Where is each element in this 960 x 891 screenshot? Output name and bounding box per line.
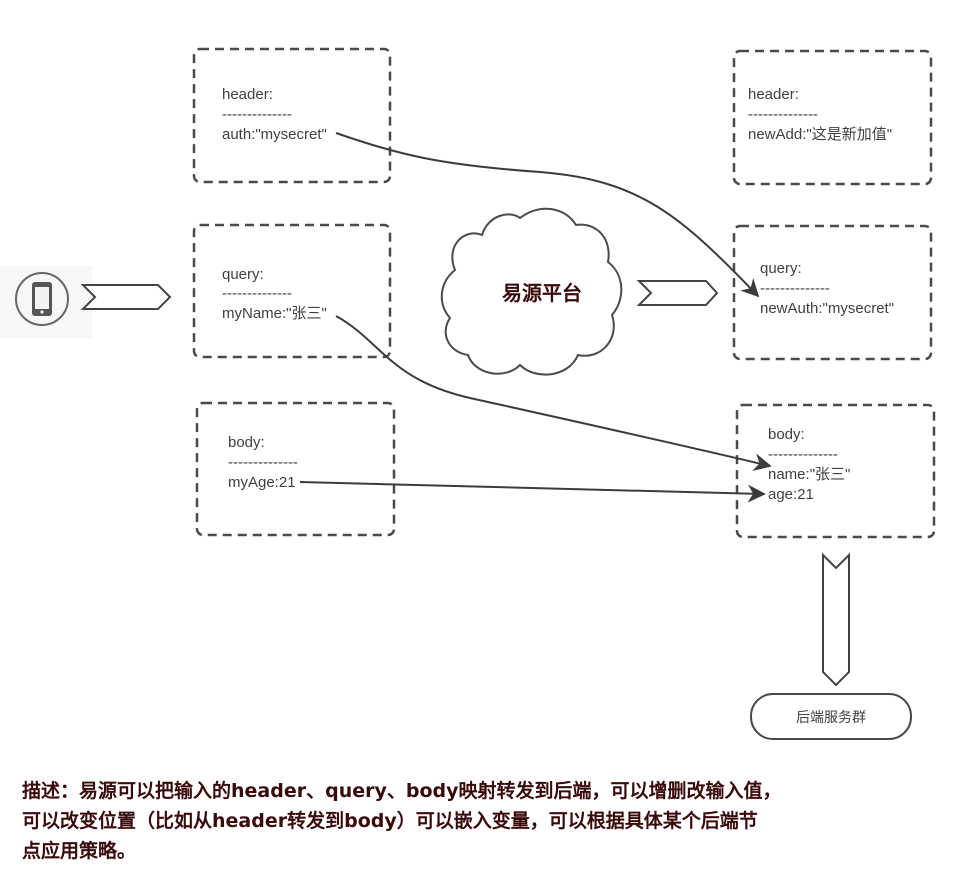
source-body-divider: -------------- bbox=[228, 454, 298, 471]
target-body-field-name: name:"张三" bbox=[768, 466, 850, 483]
source-header-box bbox=[192, 47, 392, 184]
target-header-title: header: bbox=[748, 86, 799, 103]
target-body-field-age: age:21 bbox=[768, 486, 814, 503]
description: 描述：易源可以把输入的header、query、body映射转发到后端，可以增删… bbox=[22, 776, 952, 866]
mapping-arrow-myname-to-name bbox=[335, 315, 772, 472]
source-body-box bbox=[195, 401, 396, 537]
backend-label: 后端服务群 bbox=[796, 710, 866, 726]
mapping-arrow-myage-to-age bbox=[299, 481, 766, 503]
backend-node[interactable] bbox=[750, 693, 912, 740]
target-body-divider: -------------- bbox=[768, 446, 838, 463]
platform-to-target-arrow bbox=[636, 280, 719, 306]
source-query-divider: -------------- bbox=[222, 285, 292, 302]
target-query-title: query: bbox=[760, 260, 802, 277]
source-body-field-myage: myAge:21 bbox=[228, 474, 296, 491]
target-body-box bbox=[735, 403, 936, 539]
platform-label: 易源平台 bbox=[502, 281, 582, 305]
target-body-title: body: bbox=[768, 426, 805, 443]
source-query-box bbox=[192, 223, 392, 359]
description-line: 点应用策略。 bbox=[22, 840, 137, 862]
client-to-boxes-arrow bbox=[80, 284, 172, 310]
source-header-title: header: bbox=[222, 86, 273, 103]
source-header-field-auth: auth:"mysecret" bbox=[222, 126, 327, 143]
description-line: 描述：易源可以把输入的header、query、body映射转发到后端，可以增删… bbox=[22, 780, 782, 802]
source-body-title: body: bbox=[228, 434, 265, 451]
target-query-field-newauth: newAuth:"mysecret" bbox=[760, 300, 894, 317]
target-header-field-newadd: newAdd:"这是新加值" bbox=[748, 126, 892, 143]
target-query-box bbox=[732, 224, 933, 361]
source-query-field-myname: myName:"张三" bbox=[222, 305, 327, 322]
platform-cloud bbox=[440, 207, 623, 376]
target-query-divider: -------------- bbox=[760, 280, 830, 297]
mapping-arrow-auth-to-newauth bbox=[335, 132, 760, 298]
source-header-divider: -------------- bbox=[222, 106, 292, 123]
mobile-phone-icon[interactable] bbox=[15, 272, 69, 326]
target-to-backend-arrow bbox=[822, 552, 850, 687]
target-header-box bbox=[732, 49, 933, 186]
source-query-title: query: bbox=[222, 266, 264, 283]
description-line: 可以改变位置（比如从header转发到body）可以嵌入变量，可以根据具体某个后… bbox=[22, 810, 758, 832]
target-header-divider: -------------- bbox=[748, 106, 818, 123]
